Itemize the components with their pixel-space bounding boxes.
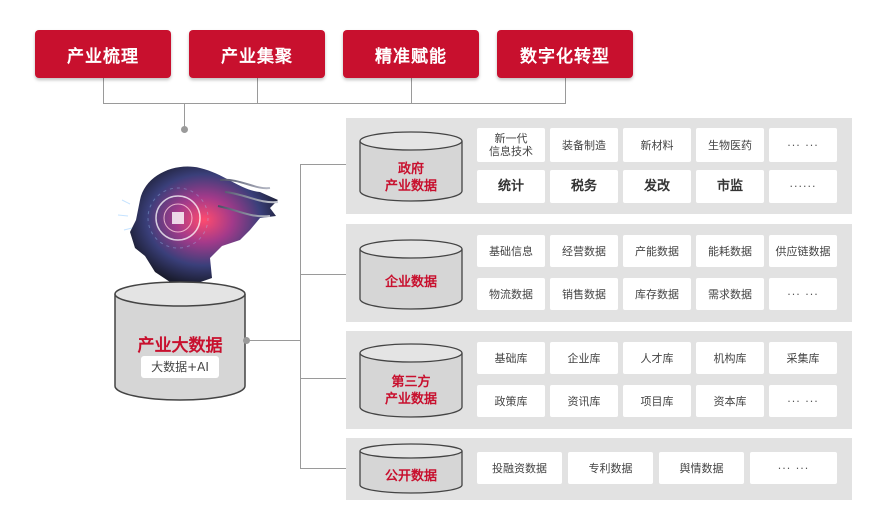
ai-head-illustration [117, 166, 279, 285]
cylinder-label: 政府 产业数据 [384, 162, 437, 194]
cylinder-government-data: 政府 产业数据 [358, 130, 464, 202]
cylinder-public-data: 公开数据 [358, 442, 464, 494]
tag: 销售数据 [550, 278, 618, 310]
tag: 政策库 [477, 385, 545, 417]
connector-line [565, 78, 566, 103]
tag-more: ······ [769, 170, 837, 203]
cylinder-third-party-data: 第三方 产业数据 [358, 342, 464, 418]
tag-more: ··· ··· [769, 128, 837, 162]
top-button-digital-transformation[interactable]: 数字化转型 [497, 30, 633, 78]
tag-more: ··· ··· [769, 385, 837, 417]
tag: 舆情数据 [659, 452, 744, 484]
tag: 采集库 [769, 342, 837, 374]
connector-line [300, 164, 301, 469]
tag: 市监 [696, 170, 764, 203]
tag: 资讯库 [550, 385, 618, 417]
tag: 人才库 [623, 342, 691, 374]
tag-more: ··· ··· [750, 452, 837, 484]
tag: 项目库 [623, 385, 691, 417]
center-subtitle-badge: 大数据+AI [141, 356, 219, 378]
tag: 统计 [477, 170, 545, 203]
connector-line [103, 103, 566, 104]
tag: 基础库 [477, 342, 545, 374]
tag: 专利数据 [568, 452, 653, 484]
tag: 税务 [550, 170, 618, 203]
tag-more: ··· ··· [769, 278, 837, 310]
connector-line [411, 78, 412, 103]
tag: 物流数据 [477, 278, 545, 310]
tag: 供应链数据 [769, 235, 837, 267]
tag: 发改 [623, 170, 691, 203]
tag: 企业库 [550, 342, 618, 374]
tag: 基础信息 [477, 235, 545, 267]
connector-dot [181, 126, 188, 133]
top-button-industry-sorting[interactable]: 产业梳理 [35, 30, 171, 78]
top-button-precise-empowerment[interactable]: 精准赋能 [343, 30, 479, 78]
top-button-industry-cluster[interactable]: 产业集聚 [189, 30, 325, 78]
tag: 新一代 信息技术 [477, 128, 545, 162]
cylinder-label: 第三方 产业数据 [384, 375, 437, 407]
tag: 经营数据 [550, 235, 618, 267]
cylinder-enterprise-data: 企业数据 [358, 238, 464, 310]
tag: 资本库 [696, 385, 764, 417]
center-title: 产业大数据 [137, 336, 223, 356]
tag: 机构库 [696, 342, 764, 374]
cylinder-label: 公开数据 [384, 469, 437, 484]
connector-line [300, 378, 366, 379]
cylinder-label: 企业数据 [384, 275, 437, 290]
connector-line [247, 340, 300, 341]
connector-line [257, 78, 258, 103]
connector-line [300, 164, 366, 165]
tag: 能耗数据 [696, 235, 764, 267]
tag: 生物医药 [696, 128, 764, 162]
tag: 库存数据 [623, 278, 691, 310]
tag: 新材料 [623, 128, 691, 162]
connector-line [300, 274, 366, 275]
connector-line [103, 78, 104, 103]
tag: 投融资数据 [477, 452, 562, 484]
connector-dot [243, 337, 250, 344]
tag: 需求数据 [696, 278, 764, 310]
connector-line [300, 468, 366, 469]
tag: 装备制造 [550, 128, 618, 162]
connector-line [184, 103, 185, 129]
tag: 产能数据 [623, 235, 691, 267]
